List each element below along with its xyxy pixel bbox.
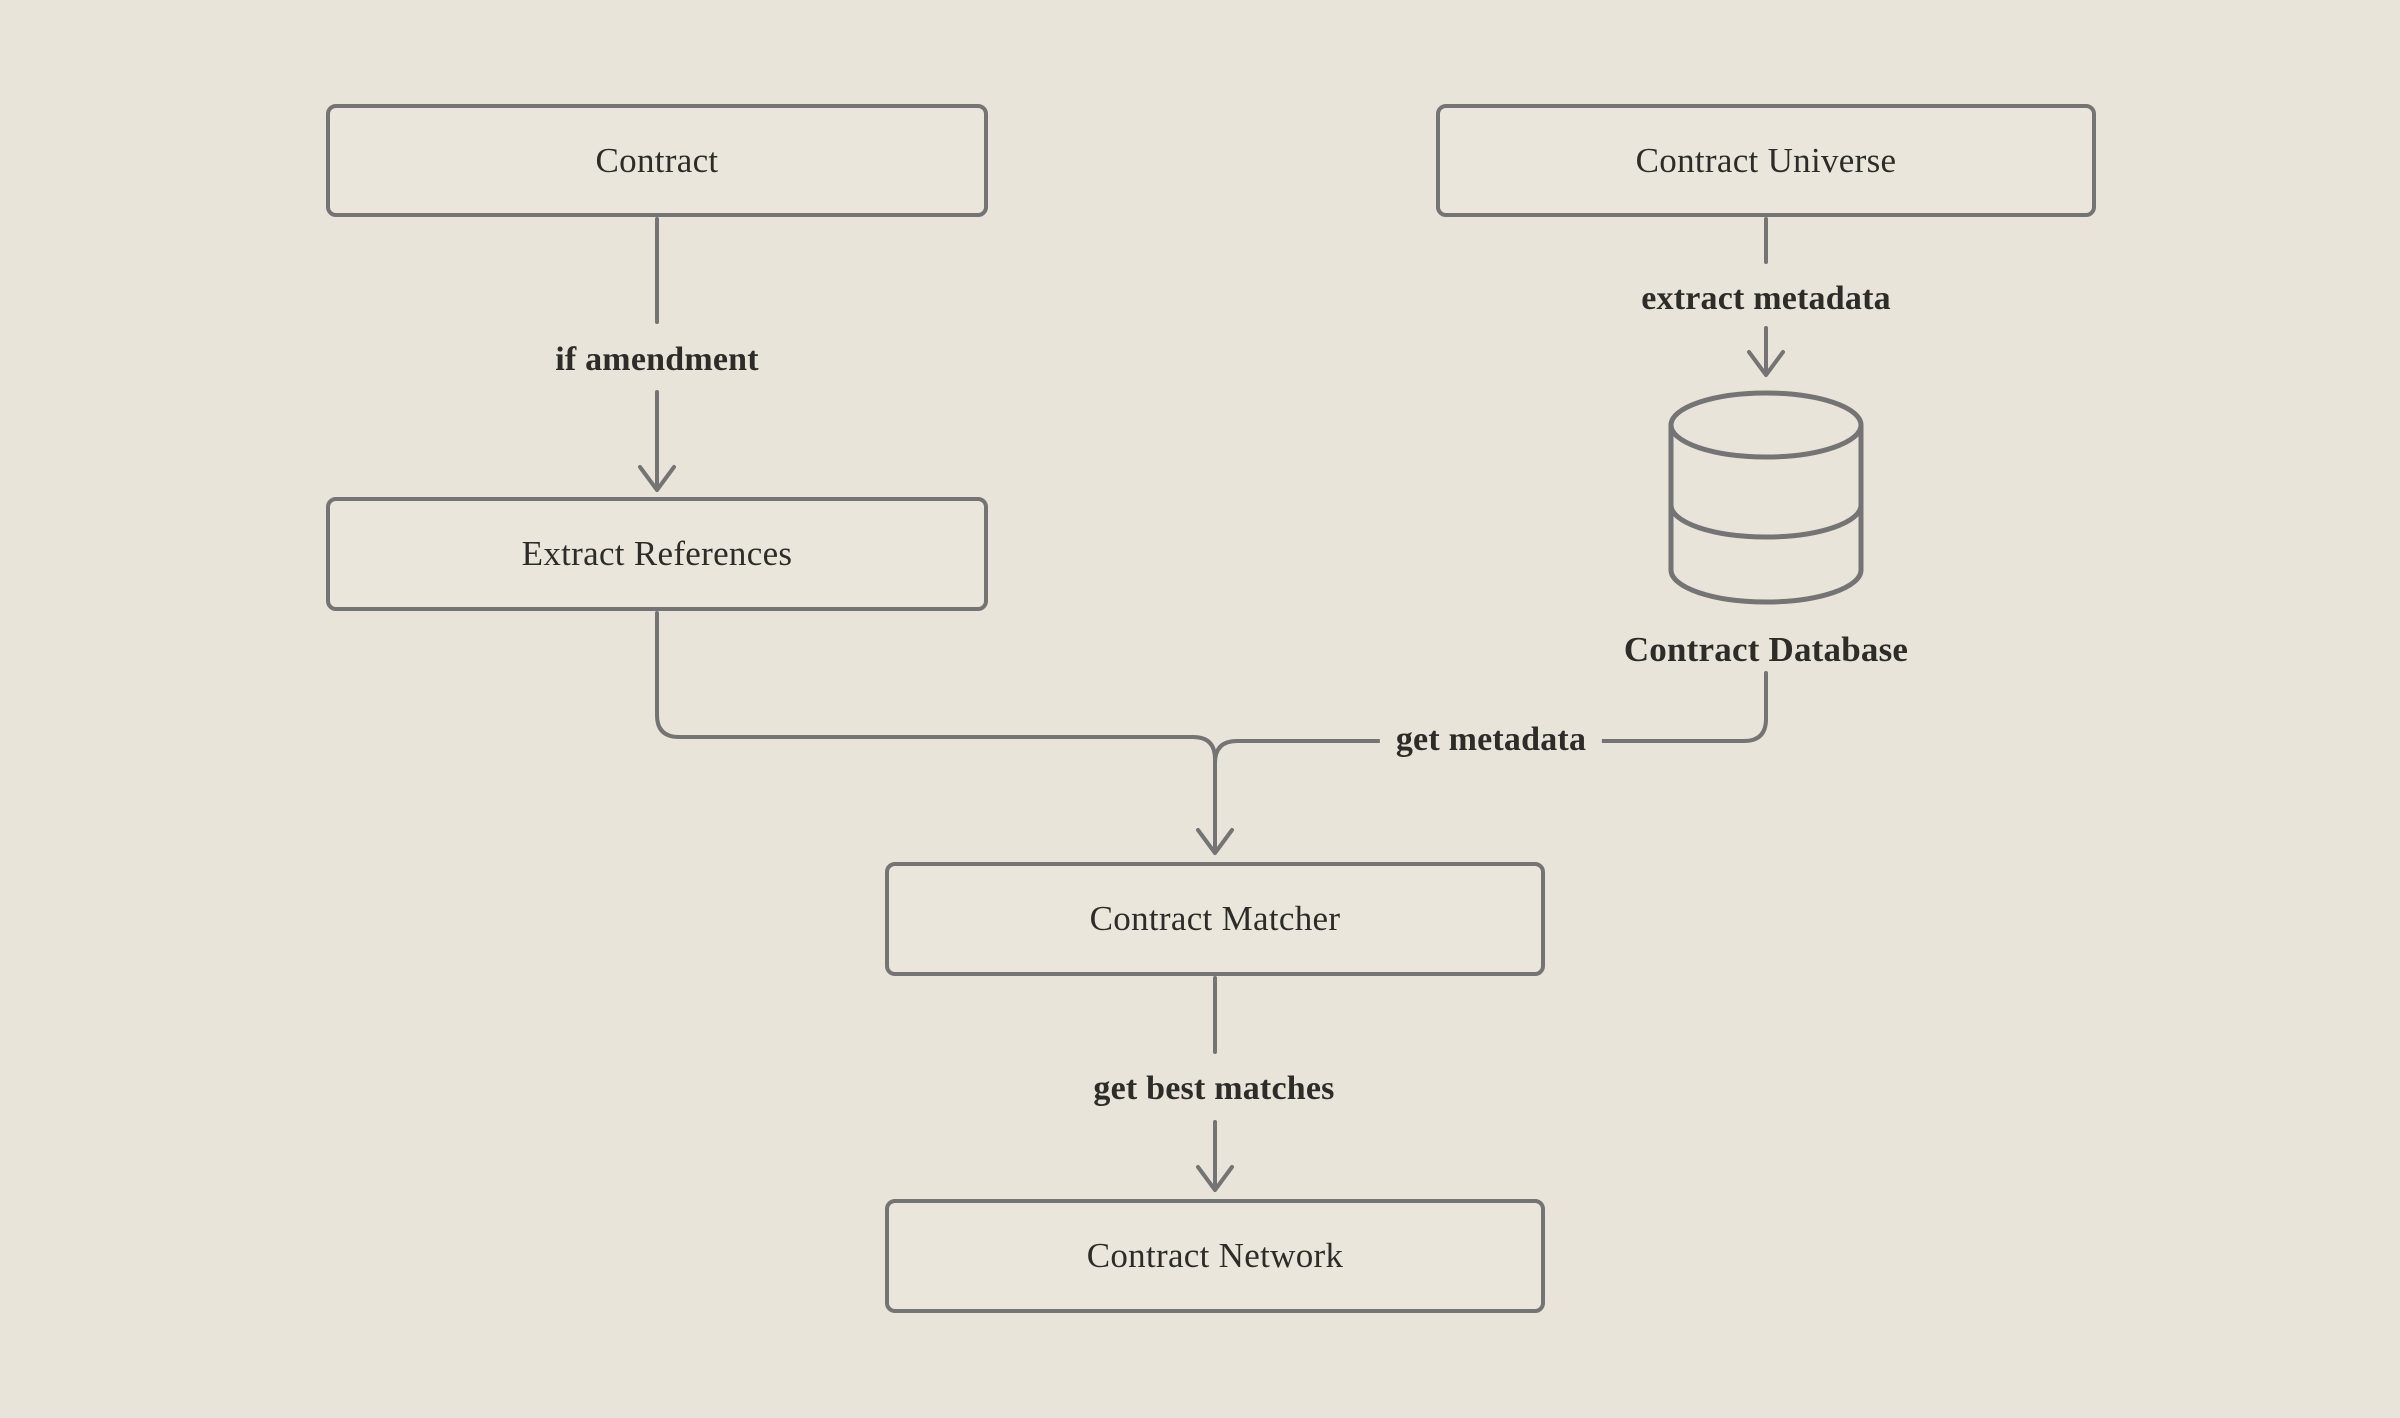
arrowhead-into-extract-references <box>638 465 676 492</box>
edge-label-if-amendment: if amendment <box>539 337 775 383</box>
arrowhead-into-matcher <box>1196 828 1234 855</box>
node-contract-label: Contract <box>595 140 719 180</box>
node-contract-matcher: Contract Matcher <box>885 862 1545 976</box>
database-top-ellipse <box>1668 390 1864 460</box>
edge-extract-references-to-matcher <box>655 611 1217 852</box>
arrowhead-into-database <box>1747 350 1785 377</box>
edge-label-get-best-matches: get best matches <box>1077 1066 1351 1112</box>
database-middle-band <box>1668 502 1864 540</box>
edge-database-to-matcher <box>1213 671 1768 765</box>
node-contract-network-label: Contract Network <box>1086 1236 1344 1275</box>
node-contract-database-label: Contract Database <box>1623 630 1909 669</box>
database-cylinder-icon <box>1668 390 1864 605</box>
edge-label-extract-metadata: extract metadata <box>1625 276 1907 322</box>
node-contract-network: Contract Network <box>885 1199 1545 1313</box>
edge-label-get-metadata: get metadata <box>1379 717 1603 763</box>
database-bottom-band <box>1668 567 1864 605</box>
node-contract: Contract <box>326 104 988 217</box>
node-extract-references: Extract References <box>326 497 988 611</box>
database-side-walls <box>1668 422 1864 573</box>
node-contract-universe-label: Contract Universe <box>1635 140 1897 180</box>
node-extract-references-label: Extract References <box>521 534 793 573</box>
node-contract-universe: Contract Universe <box>1436 104 2096 217</box>
arrowhead-into-network <box>1196 1165 1234 1192</box>
node-contract-matcher-label: Contract Matcher <box>1089 899 1341 938</box>
